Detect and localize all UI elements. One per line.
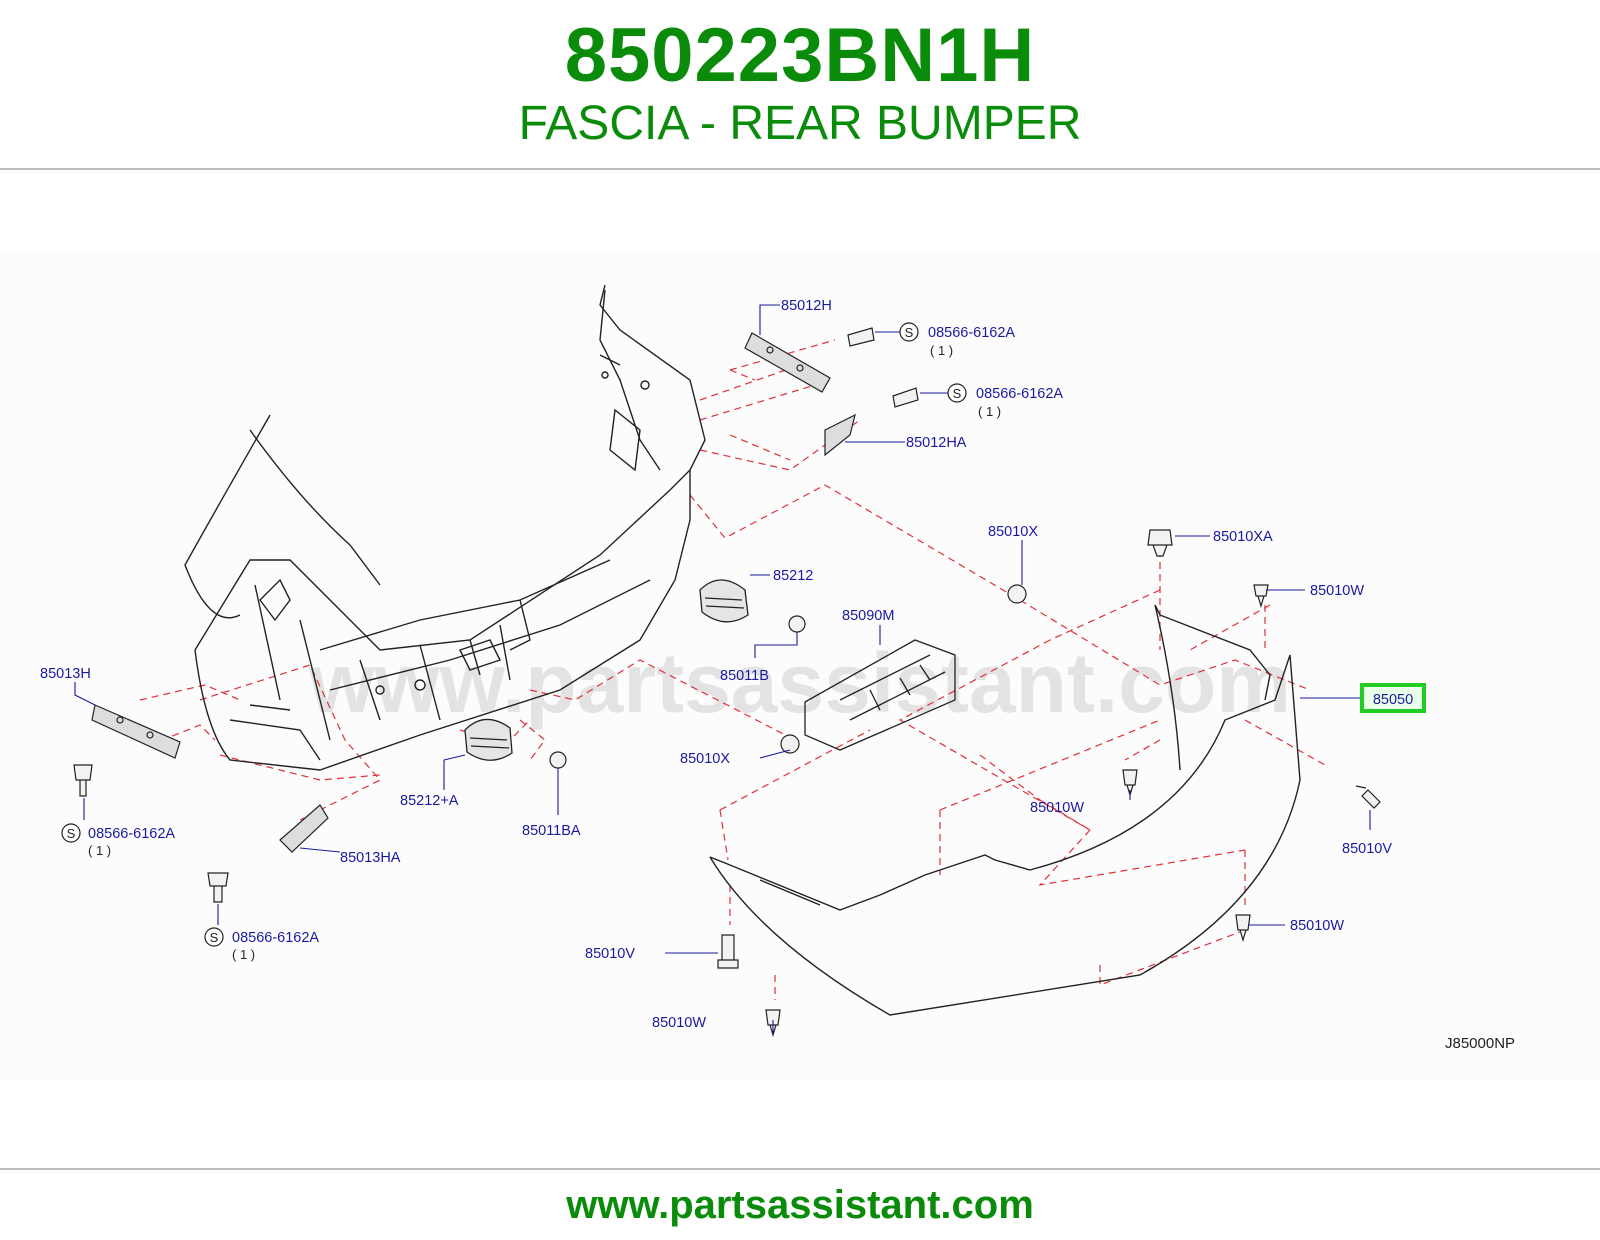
label-85010V-left: 85010V bbox=[585, 946, 635, 962]
label-85013HA: 85013HA bbox=[340, 850, 401, 866]
highlight-85050 bbox=[1360, 683, 1426, 713]
label-08566-top: 08566-6162A bbox=[928, 325, 1015, 341]
s-symbol: S bbox=[905, 325, 914, 340]
screw-08566-mid bbox=[892, 387, 919, 408]
qty-08566-left: ( 1 ) bbox=[88, 843, 111, 858]
watermark: www.partsassistant.com bbox=[308, 636, 1291, 730]
s-symbol-badge bbox=[899, 322, 919, 342]
clip-85010X-top bbox=[1007, 584, 1027, 604]
mount-85212 bbox=[699, 579, 749, 623]
clip-85010XA bbox=[1147, 529, 1173, 557]
nut-85011B bbox=[788, 615, 806, 633]
qty-08566-top: ( 1 ) bbox=[930, 343, 953, 358]
label-85010W-top: 85010W bbox=[1310, 583, 1364, 599]
clip-85010W-top bbox=[1253, 584, 1269, 609]
leader-lines bbox=[74, 304, 1371, 1035]
part-title: FASCIA - REAR BUMPER bbox=[518, 97, 1082, 150]
label-85010XA: 85010XA bbox=[1213, 529, 1273, 545]
bracket-85013HA bbox=[279, 804, 329, 853]
s-symbol-badge bbox=[204, 927, 224, 947]
parts-diagram: www.partsassistant.com bbox=[0, 250, 1600, 1080]
label-85212A: 85212+A bbox=[400, 793, 459, 809]
label-85012H: 85012H bbox=[781, 298, 832, 314]
label-85010X-mid: 85010X bbox=[680, 751, 730, 767]
rear-body-panel bbox=[184, 284, 706, 771]
footer-url[interactable]: www.partsassistant.com bbox=[566, 1183, 1034, 1227]
header: 850223BN1H FASCIA - REAR BUMPER bbox=[0, 0, 1600, 168]
energy-absorber bbox=[804, 639, 956, 751]
diagram-canvas bbox=[0, 250, 1600, 1080]
label-85010X-top: 85010X bbox=[988, 524, 1038, 540]
label-85090M: 85090M bbox=[842, 608, 894, 624]
label-85050: 85050 bbox=[1373, 692, 1413, 708]
screw-85010V-left bbox=[717, 934, 739, 969]
label-08566-mid: 08566-6162A bbox=[976, 386, 1063, 402]
part-number: 850223BN1H bbox=[564, 13, 1036, 98]
label-85012HA: 85012HA bbox=[906, 435, 967, 451]
s-symbol: S bbox=[210, 930, 219, 945]
s-symbol: S bbox=[67, 826, 76, 841]
s-symbol: S bbox=[953, 386, 962, 401]
label-85011BA: 85011BA bbox=[522, 823, 581, 839]
clip-85010W-right bbox=[1235, 914, 1251, 943]
clip-85010W-mid bbox=[1122, 769, 1138, 798]
label-85010W-bottom: 85010W bbox=[652, 1015, 706, 1031]
diagram-code: J85000NP bbox=[1445, 1035, 1515, 1052]
label-85011B: 85011B bbox=[720, 668, 769, 684]
screw-08566-bottom bbox=[207, 872, 229, 903]
header-divider bbox=[0, 168, 1600, 170]
label-08566-bottom: 08566-6162A bbox=[232, 930, 319, 946]
screw-08566-left bbox=[73, 764, 93, 797]
qty-08566-bottom: ( 1 ) bbox=[232, 947, 255, 962]
footer-divider bbox=[0, 1168, 1600, 1170]
bumper-fascia bbox=[709, 604, 1301, 1016]
screw-08566-top bbox=[847, 327, 875, 347]
label-85010V-right: 85010V bbox=[1342, 841, 1392, 857]
label-85010W-right: 85010W bbox=[1290, 918, 1344, 934]
label-85212: 85212 bbox=[773, 568, 813, 584]
bracket-85013H bbox=[91, 704, 181, 759]
screw-85010V-right bbox=[1355, 785, 1381, 809]
nut-85011BA bbox=[549, 751, 567, 769]
bracket-85012HA bbox=[824, 413, 856, 457]
clip-85010X-mid bbox=[780, 734, 800, 754]
label-85010W-mid: 85010W bbox=[1030, 800, 1084, 816]
callout-labels: 85012H S 08566-6162A ( 1 ) S 08566-6162A… bbox=[40, 298, 1515, 1052]
bracket-85012H bbox=[744, 332, 831, 393]
qty-08566-mid: ( 1 ) bbox=[978, 404, 1001, 419]
mount-85212A bbox=[464, 718, 513, 761]
s-symbol-badge bbox=[61, 823, 81, 843]
label-85013H: 85013H bbox=[40, 666, 91, 682]
s-symbol-badge bbox=[947, 383, 967, 403]
label-08566-left: 08566-6162A bbox=[88, 826, 175, 842]
